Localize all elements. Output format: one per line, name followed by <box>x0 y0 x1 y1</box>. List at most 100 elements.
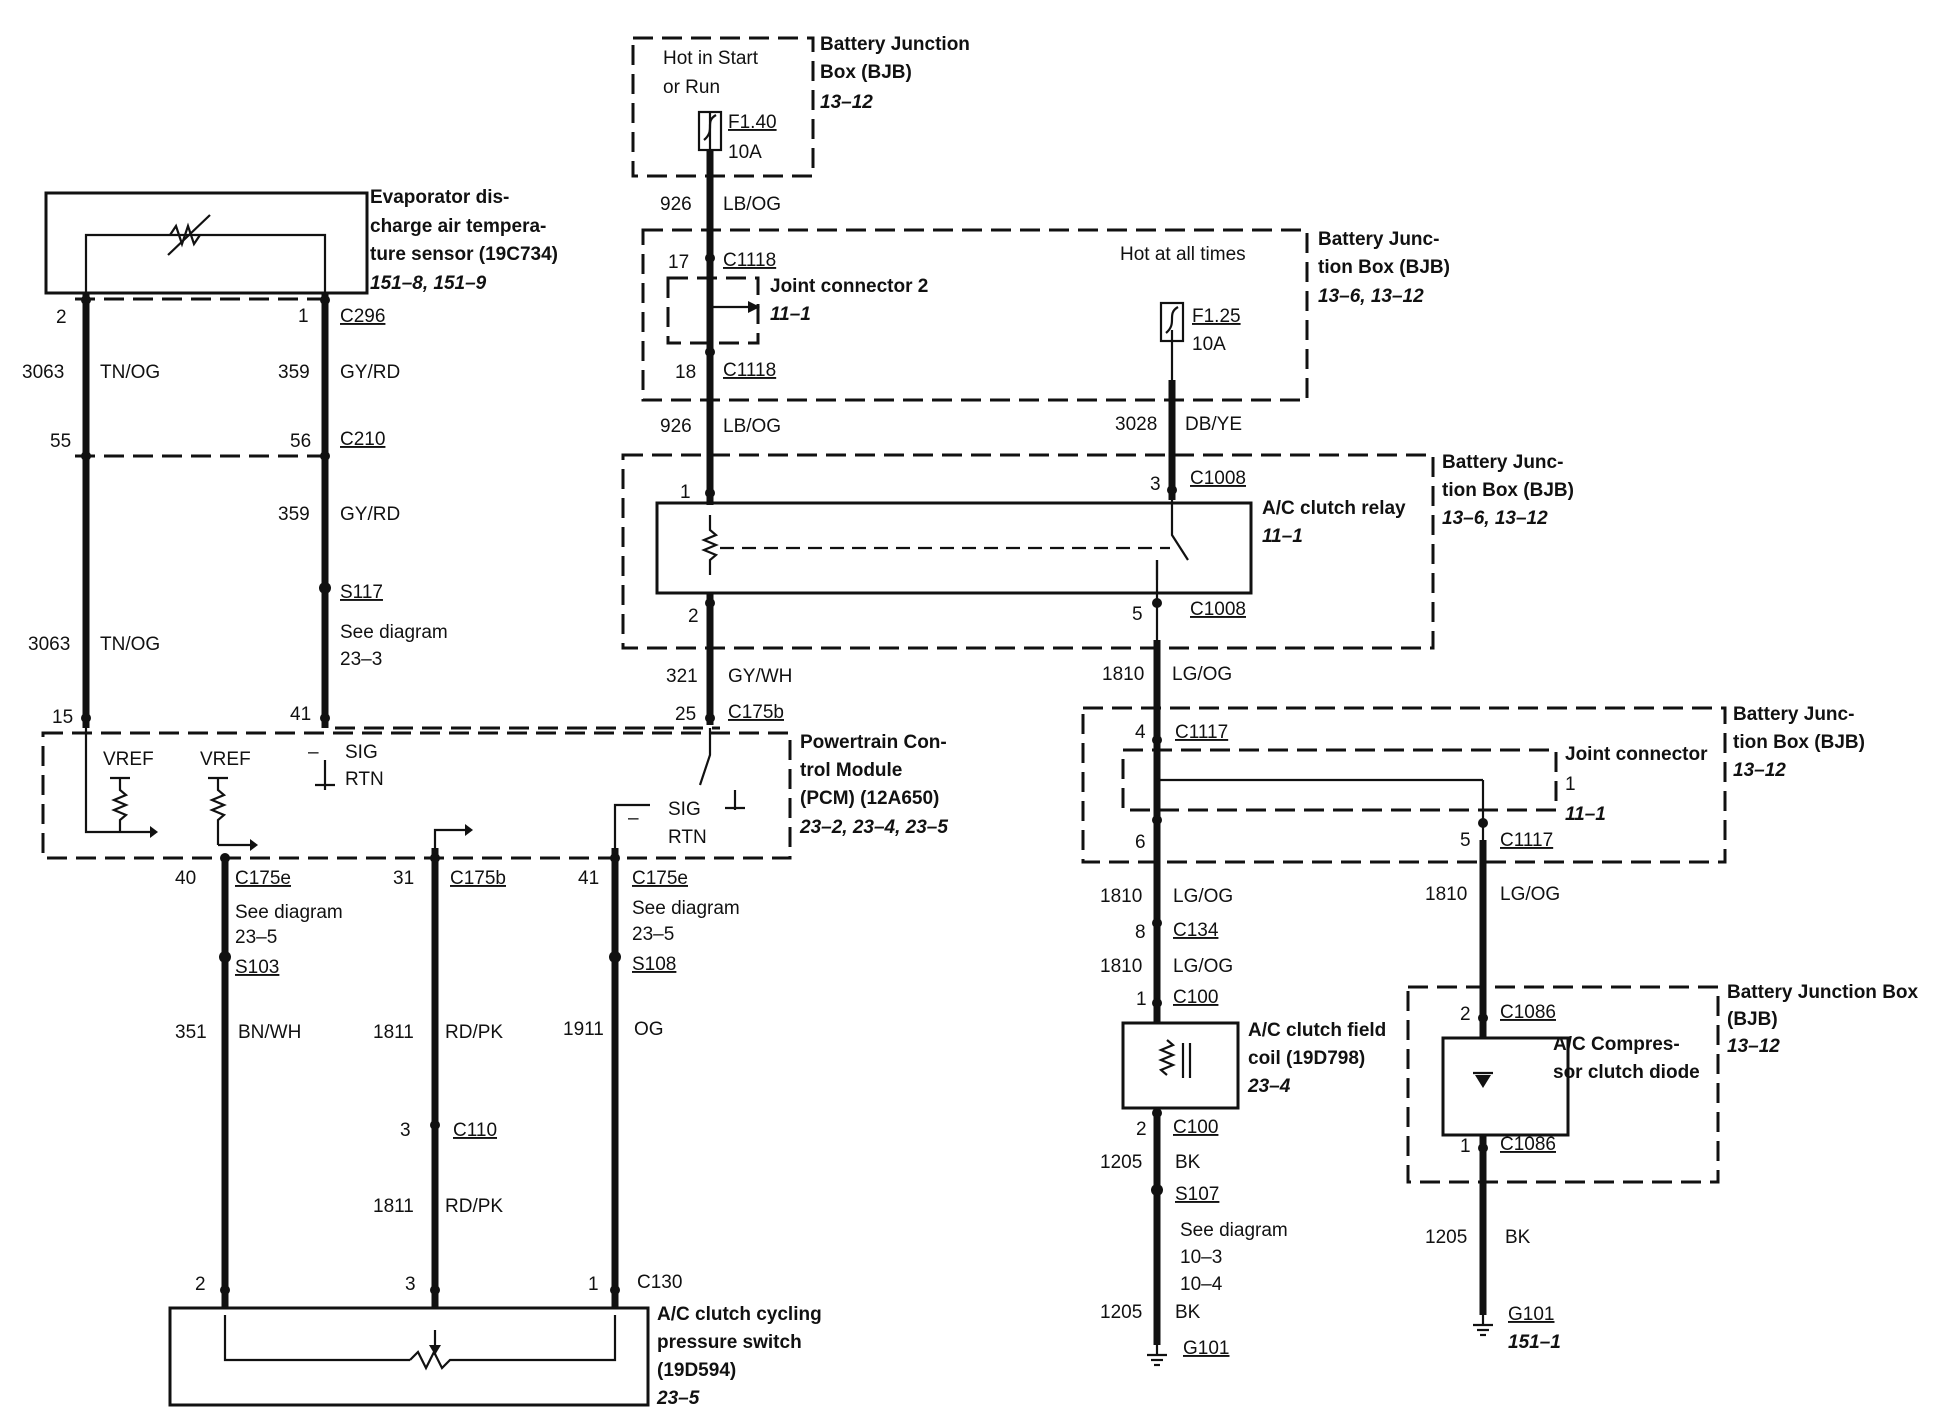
pcm-minus-right: – <box>628 808 639 829</box>
c134: C134 <box>1173 920 1219 941</box>
bjb-relay-title-2: tion Box (BJB) <box>1442 480 1574 501</box>
bjb-mid-ref: 13–6, 13–12 <box>1318 286 1424 307</box>
pin-8: 8 <box>1135 922 1146 943</box>
fuse-f125-label: F1.25 <box>1192 306 1241 327</box>
c1117-top: C1117 <box>1175 722 1228 743</box>
s103: S103 <box>235 957 279 978</box>
pin-jc-4: 4 <box>1135 722 1146 743</box>
pin-switch-1: 1 <box>588 1274 599 1295</box>
field-coil-title-2: coil (19D798) <box>1248 1048 1365 1069</box>
pin-15: 15 <box>52 707 73 728</box>
joint-connector-1-num: 1 <box>1565 774 1576 795</box>
internal-circuits <box>84 214 1493 1371</box>
s107-ref-1: 10–3 <box>1180 1247 1222 1268</box>
field-coil-title-1: A/C clutch field <box>1248 1020 1386 1041</box>
wire-1810-a-num: 1810 <box>1100 886 1142 907</box>
pin-evap-1: 1 <box>298 306 309 327</box>
pin-31: 31 <box>393 868 414 889</box>
pcm-rtn-left: RTN <box>345 769 384 790</box>
bjb-joint-title-2: tion Box (BJB) <box>1733 732 1865 753</box>
wire-926-top-num: 926 <box>660 194 692 215</box>
relay-ref: 11–1 <box>1262 526 1303 547</box>
c175e-left-see: See diagram <box>235 902 343 923</box>
fuse-f140-icon <box>697 110 723 152</box>
s107: S107 <box>1175 1184 1219 1205</box>
evap-title-2: charge air tempera- <box>370 216 546 237</box>
pin-c1086-1: 1 <box>1460 1136 1471 1157</box>
pin-c100-1: 1 <box>1136 989 1147 1010</box>
joint-connector-2-title: Joint connector 2 <box>770 276 928 297</box>
wire-1810-top-num: 1810 <box>1102 664 1144 685</box>
field-coil-ref: 23–4 <box>1247 1076 1291 1097</box>
pressure-switch-ref: 23–5 <box>656 1388 700 1408</box>
bjb-top-note-2: or Run <box>663 77 720 98</box>
s107-ref-2: 10–4 <box>1180 1274 1223 1295</box>
wire-3063-b-color: TN/OG <box>100 634 160 655</box>
pin-evap-2: 2 <box>56 307 67 328</box>
bjb-mid-box <box>641 228 1309 402</box>
bjb-diode-box <box>1406 985 1720 1184</box>
wire-1810-a-color: LG/OG <box>1173 886 1233 907</box>
diode-title-2: sor clutch diode <box>1553 1062 1700 1083</box>
pin-c1086-2: 2 <box>1460 1004 1471 1025</box>
joint-connector-2-ref: 11–1 <box>770 304 811 325</box>
s117-ref: 23–3 <box>340 649 382 670</box>
c130: C130 <box>637 1272 682 1293</box>
wire-3063-b-num: 3063 <box>28 634 70 655</box>
pin-jc-6: 6 <box>1135 832 1146 853</box>
wire-1810-b-num: 1810 <box>1100 956 1142 977</box>
fuse-f125-rating: 10A <box>1192 334 1226 355</box>
ground-icon-right <box>1473 1315 1493 1337</box>
c1086-bottom: C1086 <box>1500 1134 1556 1155</box>
bjb-joint-title-1: Battery Junc- <box>1733 704 1854 725</box>
s108: S108 <box>632 954 676 975</box>
joint-connector-1-box <box>1121 748 1558 812</box>
wire-359-b-color: GY/RD <box>340 504 400 525</box>
fuse-f140-rating: 10A <box>728 142 762 163</box>
s117-see-diagram: See diagram <box>340 622 448 643</box>
pin-switch-2: 2 <box>195 1274 206 1295</box>
pin-relay-5: 5 <box>1132 604 1143 625</box>
field-coil-box <box>1121 1021 1240 1110</box>
wire-351-color: BN/WH <box>238 1022 301 1043</box>
wire-1810-b-color: LG/OG <box>1173 956 1233 977</box>
c175b-top: C175b <box>728 702 784 723</box>
pin-25: 25 <box>675 704 696 725</box>
wire-926-mid-color: LB/OG <box>723 416 781 437</box>
relay-title: A/C clutch relay <box>1262 498 1406 519</box>
wire-1205-a-color: BK <box>1175 1152 1201 1173</box>
pin-c110-3: 3 <box>400 1120 411 1141</box>
wire-926-mid-num: 926 <box>660 416 692 437</box>
c175e-right-ref: 23–5 <box>632 924 674 945</box>
wire-1205-b-num: 1205 <box>1100 1302 1142 1323</box>
bjb-relay-box <box>621 453 1435 650</box>
wire-1205-right-color: BK <box>1505 1227 1531 1248</box>
pcm-vref-right: VREF <box>200 749 251 770</box>
c175e-left: C175e <box>235 868 291 889</box>
c100-bottom: C100 <box>1173 1117 1218 1138</box>
connector-markers <box>81 253 1488 1295</box>
pin-switch-3: 3 <box>405 1274 416 1295</box>
evap-title-1: Evaporator dis- <box>370 187 509 208</box>
bjb-top-ref: 13–12 <box>820 92 873 113</box>
c110: C110 <box>453 1120 497 1141</box>
pin-17: 17 <box>668 252 689 273</box>
diode-box <box>1441 1036 1570 1137</box>
pin-relay-1: 1 <box>680 482 691 503</box>
pin-40: 40 <box>175 868 196 889</box>
wire-1205-a-num: 1205 <box>1100 1152 1142 1173</box>
wire-321-num: 321 <box>666 666 698 687</box>
pin-41-top: 41 <box>290 704 311 725</box>
bjb-diode-title-1: Battery Junction Box <box>1727 982 1919 1003</box>
bjb-relay-ref: 13–6, 13–12 <box>1442 508 1548 529</box>
c296: C296 <box>340 306 385 327</box>
pcm-vref-left: VREF <box>103 749 154 770</box>
pin-41-bottom: 41 <box>578 868 599 889</box>
c1086-top: C1086 <box>1500 1002 1556 1023</box>
wire-1811-a-num: 1811 <box>373 1022 414 1043</box>
wire-359-b-num: 359 <box>278 504 310 525</box>
pressure-switch-title-2: pressure switch <box>657 1332 802 1353</box>
wire-1810-right-color: LG/OG <box>1500 884 1560 905</box>
pin-relay-3: 3 <box>1150 474 1161 495</box>
wire-1205-right-num: 1205 <box>1425 1227 1467 1248</box>
